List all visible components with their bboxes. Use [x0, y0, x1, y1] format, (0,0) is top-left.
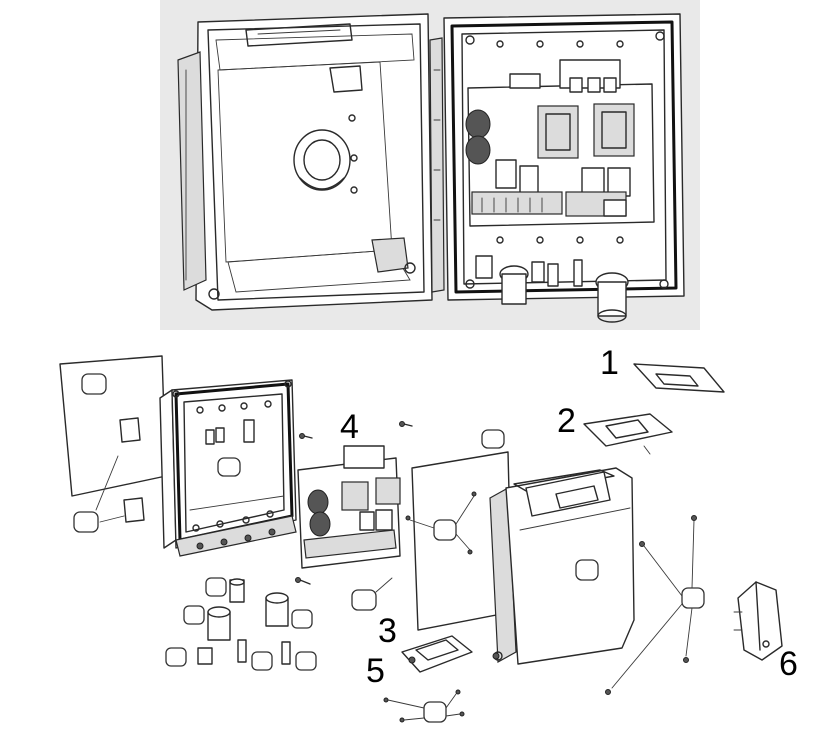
callout-box: [433, 519, 457, 541]
part-label-4: 4: [340, 408, 359, 446]
enclosure-lid: [177, 13, 433, 311]
installed-circuit-board: [465, 59, 655, 227]
callout-box: [73, 511, 99, 533]
part-label-5: 5: [366, 652, 385, 690]
callout-box: [81, 373, 107, 395]
display-module-part-3: [401, 635, 500, 673]
connector-part-6: [733, 581, 783, 661]
base-housing: [159, 379, 297, 557]
callout-box: [291, 609, 313, 629]
part-label-2: 2: [557, 402, 576, 440]
callout-box: [481, 429, 505, 449]
enclosure-hinge: [429, 37, 445, 293]
part-label-3: 3: [378, 612, 397, 650]
callout-box: [165, 647, 187, 667]
callout-box: [251, 651, 273, 671]
callout-box: [423, 701, 447, 723]
base-screws: [295, 421, 413, 585]
part-label-6: 6: [779, 645, 798, 683]
part-label-1: 1: [600, 344, 619, 382]
enclosure-base: [443, 13, 685, 323]
callout-box: [681, 587, 705, 609]
window-gasket-part-2: [583, 413, 673, 455]
open-enclosure-render: [160, 0, 700, 330]
installed-cable-glands: [475, 255, 629, 323]
front-cover: [489, 467, 635, 665]
display-screws-part-5: [383, 689, 465, 723]
callout-box: [351, 589, 377, 611]
base-mounting-holes: [465, 31, 669, 289]
callout-box: [205, 577, 227, 597]
loose-fittings: [165, 577, 317, 671]
callout-box: [217, 457, 241, 477]
cover-screws: [605, 515, 705, 695]
callout-box: [295, 651, 317, 671]
circuit-board-part-4: [297, 445, 401, 611]
window-frame-part-1: [633, 363, 725, 393]
callout-box: [183, 605, 205, 625]
callout-box: [575, 559, 599, 581]
back-mounting-plate: [59, 355, 167, 533]
